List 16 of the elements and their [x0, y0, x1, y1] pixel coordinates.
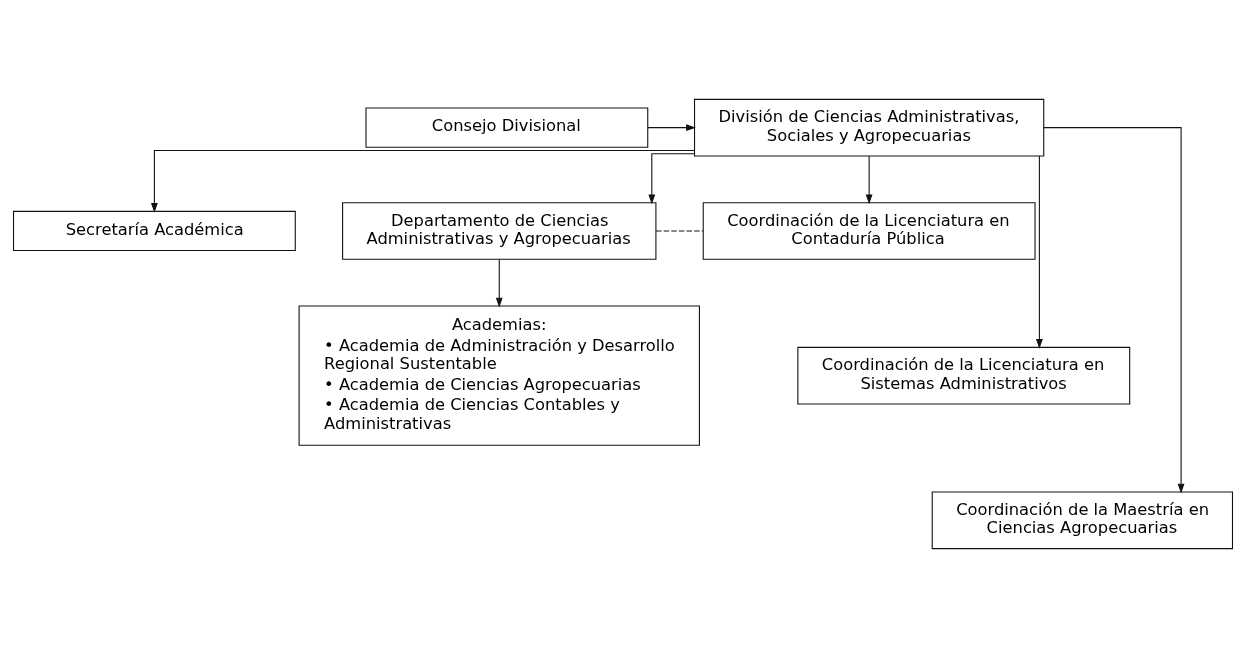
- node-box: Academias: • Academia de Administración y Desarrollo Regional Sustentable • Academia de Ciencias Agropecuarias • Academia de Ciencias Contables y Administrativas: [298, 305, 700, 446]
- node-box: División de Ciencias Administrativas, Sociales y Agropecuarias: [693, 98, 1044, 157]
- arrow: [1042, 127, 1184, 494]
- arrow: [646, 124, 696, 132]
- node-box: Coordinación de la Licenciatura en Sistemas Administrativos: [796, 346, 1130, 405]
- arrow: [150, 149, 695, 213]
- node-box: Departamento de Ciencias Administrativas y Agropecuarias: [341, 202, 656, 260]
- node-box: Coordinación de la Licenciatura en Contaduría Pública: [702, 202, 1036, 260]
- arrow: [865, 155, 873, 205]
- node-box: Secretaría Académica: [12, 210, 296, 252]
- arrow: [495, 259, 503, 308]
- node-box: Coordinación de la Maestría en Ciencias Agropecuarias: [931, 491, 1233, 550]
- arrow: [1035, 155, 1043, 349]
- node-box: Consejo Divisional: [364, 107, 648, 148]
- arrow: [647, 153, 695, 205]
- connector: [655, 230, 704, 232]
